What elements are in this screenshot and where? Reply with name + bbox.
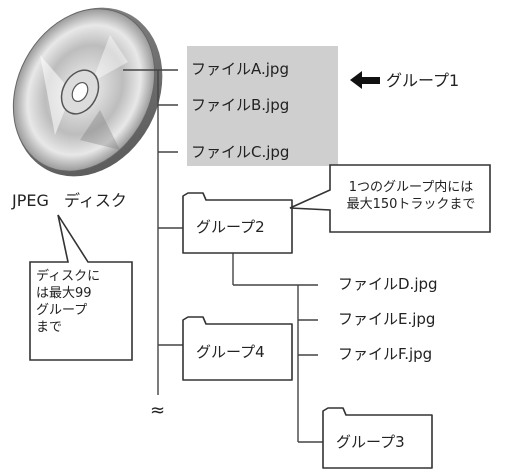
group3-label: グループ3	[336, 433, 405, 451]
file-d-label: ファイルD.jpg	[338, 275, 438, 293]
group2-callout-text: 1つのグループ内には 最大150トラックまで	[346, 180, 476, 212]
group4-label: グループ4	[196, 343, 265, 361]
disc-label: JPEG ディスク	[12, 191, 127, 210]
file-e-label: ファイルE.jpg	[338, 310, 436, 328]
continuation-symbol: ≈	[150, 400, 166, 421]
group2-callout-bubble	[289, 164, 491, 233]
group1-highlight	[187, 46, 338, 166]
group2-folder-icon	[182, 192, 293, 254]
group2-label: グループ2	[196, 218, 265, 236]
file-b-label: ファイルB.jpg	[191, 96, 290, 114]
group3-folder-icon	[322, 407, 433, 469]
disc-icon	[12, 7, 163, 177]
left-arrow-icon	[350, 71, 380, 89]
disc-callout-bubble	[29, 214, 133, 361]
file-c-label: ファイルC.jpg	[191, 143, 290, 161]
group4-folder-icon	[182, 316, 293, 381]
disc-callout-text: ディスクに は最大99 グループ まで	[36, 269, 101, 335]
group1-marker-label: グループ1	[386, 71, 460, 90]
file-a-label: ファイルA.jpg	[191, 60, 289, 78]
file-f-label: ファイルF.jpg	[338, 345, 433, 363]
